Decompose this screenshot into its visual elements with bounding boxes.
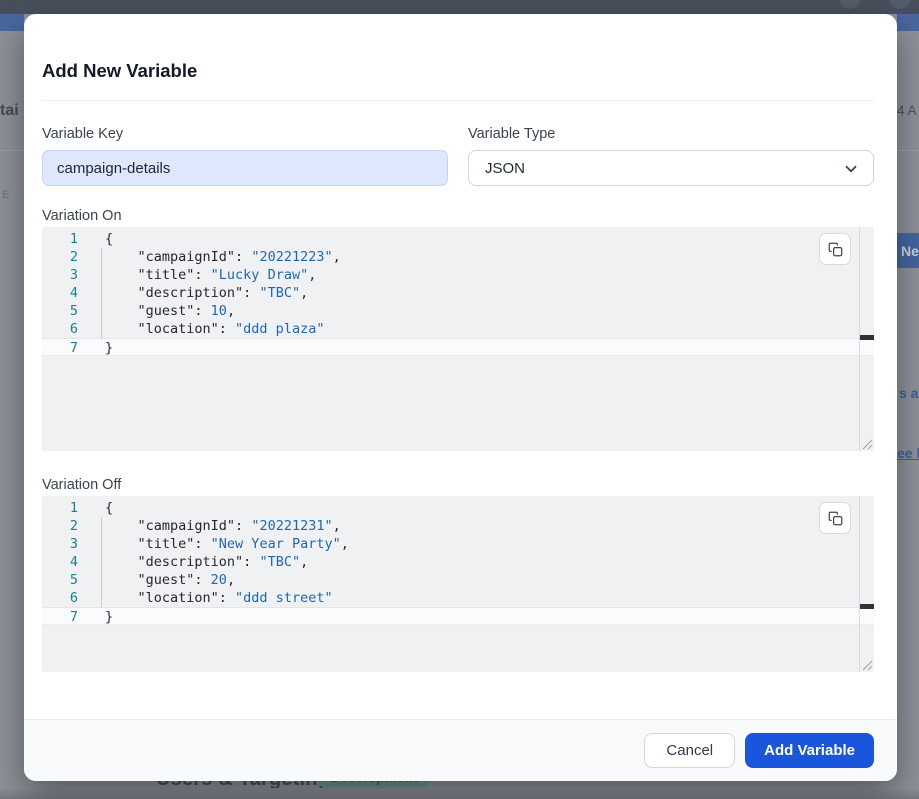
scrollbar-track (859, 496, 860, 672)
code-line: 3 "title": "Lucky Draw", (42, 266, 874, 284)
background-date-fragment: 4 A (897, 103, 917, 118)
code-text: "title": "Lucky Draw", (105, 266, 316, 284)
variation-on-code-editor[interactable]: 1{2 "campaignId": "20221223",3 "title": … (42, 227, 874, 451)
navbar-avatar-icon (889, 0, 911, 9)
variation-on-label: Variation On (42, 208, 874, 224)
code-line: 2 "campaignId": "20221231", (42, 517, 874, 535)
resize-grip-icon[interactable] (862, 660, 873, 671)
variable-type-value: JSON (485, 160, 525, 177)
variable-type-field-group: Variable Type JSON (468, 126, 874, 186)
code-line: 7} (42, 607, 874, 625)
background-top-navbar (0, 0, 919, 14)
line-number: 4 (42, 553, 78, 571)
copy-icon (828, 511, 843, 526)
line-number: 3 (42, 535, 78, 553)
add-variable-modal: Add New Variable Variable Key Variable T… (24, 14, 897, 781)
background-link-fragment: s a (899, 385, 918, 401)
chevron-down-icon (842, 160, 860, 178)
background-text-fragment: tai (0, 102, 19, 120)
variation-off-code-editor[interactable]: 1{2 "campaignId": "20221231",3 "title": … (42, 496, 874, 672)
line-number: 7 (42, 608, 78, 624)
line-number: 4 (42, 284, 78, 302)
code-text: "location": "ddd street" (105, 589, 333, 607)
code-line: 3 "title": "New Year Party", (42, 535, 874, 553)
variation-on-section: Variation On 1{2 "campaignId": "20221223… (42, 208, 874, 451)
scrollbar-cursor-marker[interactable] (860, 604, 874, 609)
code-line: 1{ (42, 499, 874, 517)
line-number: 3 (42, 266, 78, 284)
background-blue-banner (0, 14, 24, 31)
line-number: 2 (42, 517, 78, 535)
background-divider (897, 150, 919, 151)
code-text: "title": "New Year Party", (105, 535, 349, 553)
modal-title: Add New Variable (42, 60, 197, 82)
code-line: 4 "description": "TBC", (42, 553, 874, 571)
code-text: "description": "TBC", (105, 553, 308, 571)
code-lines: 1{2 "campaignId": "20221231",3 "title": … (42, 496, 874, 625)
copy-button[interactable] (819, 233, 851, 265)
background-link-fragment: ee l (897, 445, 919, 461)
copy-button[interactable] (819, 502, 851, 534)
variable-key-label: Variable Key (42, 126, 448, 142)
background-text-fragment: E (2, 189, 9, 201)
scrollbar-cursor-marker[interactable] (860, 335, 874, 340)
line-number: 5 (42, 302, 78, 320)
code-text: "description": "TBC", (105, 284, 308, 302)
variable-type-select[interactable]: JSON (468, 150, 874, 186)
variable-type-label: Variable Type (468, 126, 874, 142)
line-number: 6 (42, 320, 78, 338)
code-text: "location": "ddd plaza" (105, 320, 324, 338)
code-line: 6 "location": "ddd plaza" (42, 320, 874, 338)
code-line: 4 "description": "TBC", (42, 284, 874, 302)
code-text: "guest": 10, (105, 302, 235, 320)
variable-key-input[interactable] (42, 150, 448, 186)
code-text: } (105, 608, 113, 624)
navbar-avatar-icon (839, 0, 861, 9)
line-number: 5 (42, 571, 78, 589)
background-fade (0, 788, 919, 799)
line-number: 7 (42, 339, 78, 355)
code-text: } (105, 339, 113, 355)
code-line: 5 "guest": 10, (42, 302, 874, 320)
code-line: 1{ (42, 230, 874, 248)
variation-off-label: Variation Off (42, 477, 874, 493)
code-line: 5 "guest": 20, (42, 571, 874, 589)
code-text: "campaignId": "20221223", (105, 248, 341, 266)
copy-icon (828, 242, 843, 257)
code-text: { (105, 499, 113, 517)
divider (42, 100, 874, 101)
code-line: 6 "location": "ddd street" (42, 589, 874, 607)
code-text: { (105, 230, 113, 248)
line-number: 1 (42, 230, 78, 248)
code-line: 7} (42, 338, 874, 356)
variation-off-section: Variation Off 1{2 "campaignId": "2022123… (42, 477, 874, 672)
line-number: 2 (42, 248, 78, 266)
code-line: 2 "campaignId": "20221223", (42, 248, 874, 266)
background-divider (0, 150, 24, 151)
line-number: 1 (42, 499, 78, 517)
cancel-button[interactable]: Cancel (644, 733, 735, 768)
resize-grip-icon[interactable] (862, 439, 873, 450)
background-blue-banner (897, 14, 919, 31)
line-number: 6 (42, 589, 78, 607)
add-variable-button[interactable]: Add Variable (745, 733, 874, 768)
modal-footer: Cancel Add Variable (24, 719, 897, 781)
variable-form-row: Variable Key Variable Type JSON (42, 126, 874, 186)
code-text: "guest": 20, (105, 571, 235, 589)
variable-key-field-group: Variable Key (42, 126, 448, 186)
background-button-fragment: Ne (897, 233, 919, 268)
code-text: "campaignId": "20221231", (105, 517, 341, 535)
code-lines: 1{2 "campaignId": "20221223",3 "title": … (42, 227, 874, 356)
